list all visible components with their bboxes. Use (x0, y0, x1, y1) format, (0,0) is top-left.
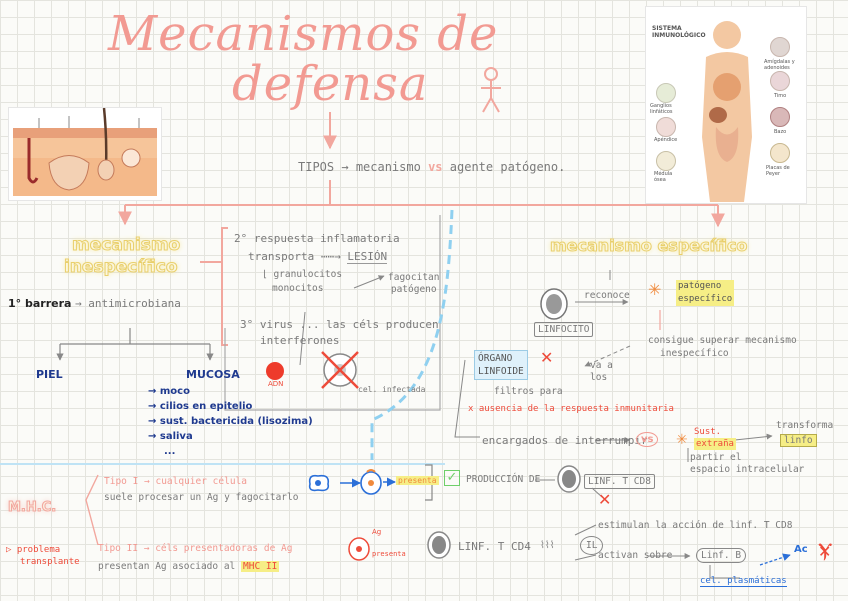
tipos-vs: vs (428, 160, 442, 174)
lymph-node-icon (656, 83, 676, 103)
mucosa-item: ... (148, 444, 313, 459)
lesion-label: LESIÓN (347, 250, 387, 264)
barrera1-label: 1° barrera (8, 297, 71, 310)
warning-triangle-icon: ▷ (6, 545, 17, 555)
cd8-cell-icon (556, 464, 582, 494)
thymus-icon (770, 71, 790, 91)
apc-cell-icon (346, 534, 372, 562)
peyer-icon (770, 143, 790, 163)
cel-infectada-label: cel. infectada (358, 385, 425, 394)
body-silhouette (696, 17, 758, 202)
check-icon: ✓ (444, 470, 460, 486)
respuesta-inflamatoria: 2° respuesta inflamatoria (234, 232, 400, 245)
immune-label-ganglios: Ganglios linfáticos (650, 103, 686, 115)
patogeno-star-icon: ✳ (648, 280, 661, 299)
mucosa-item: → saliva (148, 429, 313, 444)
inespecifico-title-line2: inespecífico (64, 256, 180, 278)
problema-transplante: ▷ problema transplante (6, 544, 80, 568)
cel-plasmaticas-label: cel. plasmáticas (700, 576, 787, 587)
mucosa-item: → moco (148, 384, 313, 399)
presenta-label: presenta (396, 476, 439, 485)
page-title-line2: defensa (232, 56, 428, 112)
adn-virus-icon (266, 362, 284, 380)
mhc-label: M.H.C. (8, 500, 56, 515)
linfo-label: linfo (780, 434, 817, 447)
skin-illustration (9, 108, 161, 200)
page-title: Mecanismos de (108, 6, 498, 62)
linf-b-label: Linf. B (696, 548, 746, 563)
immune-label-peyer: Placas de Peyer (766, 165, 802, 177)
transporta-label: transporta ⋯⋯→ LESIÓN (248, 250, 387, 263)
transforma-label: transforma (776, 420, 833, 431)
ag-label: Ag (372, 528, 381, 536)
appendix-icon (656, 117, 676, 137)
cd4-cell-icon (426, 530, 452, 560)
antigen-blob-icon (306, 472, 332, 494)
reconoce-label: reconoce (584, 290, 630, 301)
stick-figure-icon (478, 66, 504, 114)
granulocitos-list: ⌊ granulocitos monocitos (262, 268, 342, 296)
ac-label: Ac (794, 544, 808, 555)
tipos-line: TIPOS → mecanismo vs agente patógeno. (298, 160, 565, 174)
ausencia-label: x ausencia de la respuesta inmunitaria (468, 404, 674, 414)
respuesta-virus: 3° virus ... las céls producen interfero… (240, 317, 439, 349)
consigue-superar: consigue superar mecanismo inespecífico (648, 334, 797, 360)
infected-cell-icon (318, 348, 362, 392)
immune-label-timo: Timo (774, 93, 786, 99)
immune-label-bazo: Bazo (774, 129, 786, 135)
linf-t-cd4-label: LINF. T CD4 (458, 540, 531, 553)
especifico-title: mecanismo específico (550, 236, 747, 255)
filtros-label: filtros para (494, 386, 563, 397)
encargados-label: encargados de interrumpir (482, 434, 648, 447)
fagocitan-label: fagocitan patógeno (388, 272, 439, 296)
partir-espacio: partir el espacio intracelular (690, 452, 804, 476)
inespecifico-title: mecanismo inespecífico (64, 234, 180, 278)
wavy-arrow-icon: ⌇⌇⌇ (540, 540, 555, 551)
sust-star-icon: ✳ (676, 432, 688, 448)
spleen-icon (770, 107, 790, 127)
activan-label: activan sobre (598, 550, 672, 561)
skin-barrier-figure (8, 107, 162, 201)
mucosa-list: → moco → cilios en epitelio → sust. bact… (148, 384, 313, 459)
estimulan-label: estimulan la acción de linf. T CD8 (598, 520, 792, 531)
antibody-cross-icon: ✕ (818, 542, 831, 561)
patogeno-especifico: patógeno específico (676, 280, 734, 306)
immune-label-medula: Médula ósea (654, 171, 684, 183)
tipos-right: agente patógeno. (450, 160, 566, 174)
barrera1: 1° barrera → antimicrobiana (8, 297, 181, 310)
sust-extrana: Sust. extraña (694, 426, 736, 450)
produccion-label: PRODUCCIÓN DE (466, 474, 540, 485)
cd8-cross-icon: ✕ (598, 490, 611, 509)
mucosa-item: → cilios en epitelio (148, 399, 313, 414)
mucosa-label: MUCOSA (186, 368, 240, 381)
presenting-cell-icon (358, 468, 384, 496)
mhc-tipo1: Tipo I → cualquier célula suele procesar… (104, 474, 298, 506)
immune-label-amigdalas: Amígdalas y adenoides (764, 59, 800, 71)
linfocito-icon (538, 286, 570, 322)
adn-label: ADN (268, 380, 283, 388)
tipos-left: mecanismo (356, 160, 421, 174)
bone-marrow-icon (656, 151, 676, 171)
inespecifico-title-line1: mecanismo (64, 234, 180, 256)
organo-linfoide: ÓRGANO LINFOIDE (474, 350, 528, 380)
tonsil-icon (770, 37, 790, 57)
mhc-tipo2: Tipo II → céls presentadoras de Ag prese… (98, 540, 292, 576)
linfocito-label: LINFOCITO (534, 322, 593, 337)
presenta2-label: presenta (372, 550, 406, 558)
tipos-label: TIPOS (298, 160, 334, 174)
immune-system-figure: SISTEMA INMUNOLÓGICO Amígdalas y adenoid… (645, 6, 807, 204)
immune-label-apendice: Apéndice (654, 137, 677, 143)
va-a-label: va a los (590, 360, 613, 384)
piel-label: PIEL (36, 368, 63, 381)
mhc2-label: MHC II (241, 561, 279, 572)
linf-t-cd8-label: LINF. T CD8 (584, 474, 655, 489)
organo-cross-icon: ✕ (540, 348, 553, 367)
barrera1-desc: antimicrobiana (88, 297, 181, 310)
fagocitan-arrow (352, 272, 388, 292)
mucosa-item: → sust. bactericida (lisozima) (148, 414, 313, 429)
